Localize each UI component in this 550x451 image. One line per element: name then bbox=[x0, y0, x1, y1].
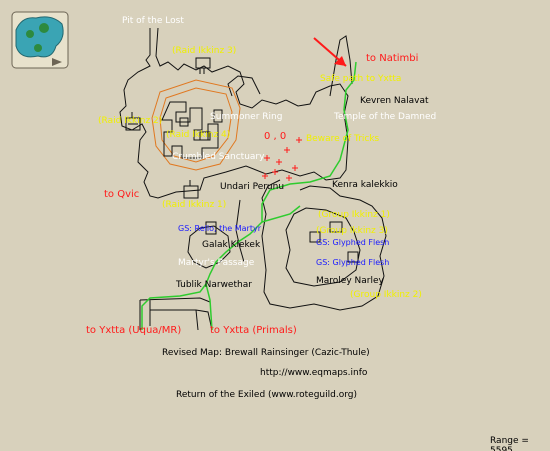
credit-revised: Revised Map: Brewall Rainsinger (Cazic-T… bbox=[162, 348, 370, 358]
label-raid-ikkinz-2: (Raid Ikkinz 2) bbox=[98, 116, 163, 126]
label-gs-glyphed-flesh-2: GS: Glyphed Flesh bbox=[316, 258, 390, 267]
label-pit-of-the-lost: Pit of the Lost bbox=[122, 16, 184, 26]
label-raid-ikkinz-4: (Raid Ikkinz 4) bbox=[166, 130, 231, 140]
credit-url: http://www.eqmaps.info bbox=[260, 368, 368, 378]
label-summoner-ring: Summoner Ring bbox=[210, 112, 283, 122]
safe-path bbox=[141, 61, 357, 331]
label-gs-rello: GS: Rello, the Martyr bbox=[178, 224, 261, 233]
label-safe-path: Safe path to Yxtta bbox=[320, 74, 402, 84]
crumbled-sanctuary-outline bbox=[151, 79, 241, 171]
label-crumbled-sanctuary: Crumbled Sanctuary bbox=[172, 152, 265, 162]
label-beware-of-tricks: Beware of Tricks bbox=[306, 134, 380, 144]
minimap-icon bbox=[11, 11, 69, 69]
label-temple-of-the-damned: Temple of the Damned bbox=[334, 112, 437, 122]
label-to-yxtta-primals: to Yxtta (Primals) bbox=[210, 325, 297, 336]
label-group-ikkinz-2: (Group Ikkinz 2) bbox=[350, 290, 422, 300]
label-galak-klekek: Galak Klekek bbox=[202, 240, 261, 250]
label-kenra-kalekkio: Kenra kalekkio bbox=[332, 180, 398, 190]
danger-markers bbox=[262, 137, 302, 181]
maze-structures bbox=[125, 57, 359, 263]
label-group-ikkinz-3: (Group Ikkinz 3) bbox=[316, 226, 388, 236]
label-to-qvic: to Qvic bbox=[104, 189, 140, 200]
label-group-ikkinz-1: (Group Ikkinz 1) bbox=[318, 210, 390, 220]
zone-outlines bbox=[119, 27, 387, 331]
credit-guild: Return of the Exiled (www.roteguild.org) bbox=[176, 390, 357, 400]
label-kevren-nalavat: Kevren Nalavat bbox=[360, 96, 429, 106]
label-to-natimbi: to Natimbi bbox=[366, 53, 419, 64]
label-to-yxtta-uqua: to Yxtta (Uqua/MR) bbox=[86, 325, 182, 336]
label-raid-ikkinz-1: (Raid Ikkinz 1) bbox=[162, 200, 227, 210]
label-tublik-narwethar: Tublik Narwethar bbox=[176, 280, 252, 290]
arrow-head-icon bbox=[334, 56, 346, 66]
label-gs-glyphed-flesh-1: GS: Glyphed Flesh bbox=[316, 238, 390, 247]
range-readout: Range = 5595 bbox=[490, 436, 529, 451]
label-maroley-narley: Maroley Narley bbox=[316, 276, 384, 286]
label-undari-perunu: Undari Perunu bbox=[220, 182, 285, 192]
label-raid-ikkinz-3: (Raid Ikkinz 3) bbox=[172, 46, 237, 56]
label-origin-coords: 0 , 0 bbox=[264, 131, 287, 142]
label-martyrs-passage: Martyr's Passage bbox=[178, 258, 255, 268]
